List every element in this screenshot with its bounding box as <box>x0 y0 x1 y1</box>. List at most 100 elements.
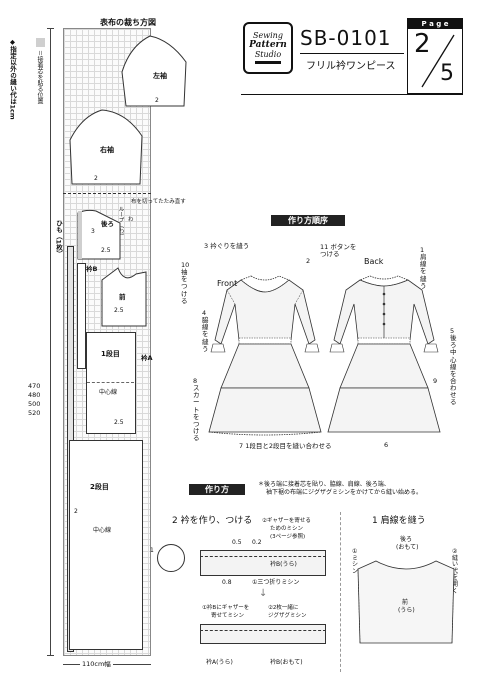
step2-title: 2 衿を作り、つける <box>172 516 253 526</box>
step-8: 8 スカートをつける <box>193 377 200 443</box>
method-heading: 作り方 <box>189 484 245 495</box>
step-2: 2 <box>306 257 311 265</box>
logo-line1: Sewing <box>253 31 283 40</box>
loop-label: ループ（わ） <box>117 206 124 239</box>
wa-label: わ <box>128 217 134 223</box>
gather-note-1: ②ギャザーを寄せる <box>262 518 311 524</box>
down-arrow: ↓ <box>259 588 268 599</box>
zigzag-line <box>200 630 326 631</box>
gather-note-3: (3ページ参照) <box>270 534 306 540</box>
step1-back: 後ろ <box>400 536 413 543</box>
triple-fold: ①三つ折りミシン <box>252 579 300 586</box>
pattern-code: SB-0101 <box>300 26 392 50</box>
tie-label: ひも（1枚） <box>54 220 63 258</box>
step1-front-sub: (うら) <box>398 607 415 614</box>
step1-title: 1 肩線を縫う <box>372 516 426 526</box>
gather-note-2: ためのミシン <box>270 526 304 532</box>
interfacing-swatch <box>36 38 45 47</box>
zigzag-2: ジグザグミシン <box>268 613 307 619</box>
length-500: 500 <box>28 400 41 408</box>
dim-02: 0.2 <box>252 539 262 546</box>
length-dimension-line <box>50 28 51 656</box>
tier1-25: 2.5 <box>114 419 124 426</box>
front-bodice-label: 前 <box>119 293 126 301</box>
pattern-name: フリル衿ワンピース <box>306 61 396 72</box>
right-sleeve-seam: 2 <box>94 175 98 182</box>
step-11: 11 ボタンをつける <box>320 243 357 258</box>
collar-b-back: 衿B(うら) <box>270 561 297 568</box>
step1-machine: ①ミシン <box>352 548 359 575</box>
right-sleeve-piece <box>69 109 143 185</box>
tier2-label: 2段目 <box>90 483 109 491</box>
collar-strip-bottom <box>200 624 326 644</box>
length-dimension-bottom <box>47 655 54 656</box>
gather-stitch-line <box>200 556 326 557</box>
step1-back-sub: (おもて) <box>396 544 419 551</box>
front-label: Front <box>217 279 238 288</box>
header-logo: Sewing Pattern Studio <box>243 22 293 74</box>
left-sleeve-seam: 2 <box>155 97 159 104</box>
back-bodice-label: 後ろ <box>101 220 114 228</box>
step1-seam-open: ②縫い代を開く <box>452 548 459 595</box>
logo-line3: Studio <box>254 50 282 59</box>
left-sleeve-label: 左袖 <box>153 72 167 80</box>
step1-bodice-drawing <box>357 560 455 644</box>
gather-attach-1: ①衿Bにギャザーを <box>202 605 250 611</box>
tier2-seam: 2 <box>74 508 78 515</box>
collar-a-front: 衿B(おもて) <box>270 659 303 666</box>
method-divider <box>340 512 341 672</box>
length-520: 520 <box>28 409 41 417</box>
back-dress-drawing <box>327 275 441 433</box>
page-total: 5 <box>440 61 454 86</box>
collar-a-back: 衿A(うら) <box>206 659 233 666</box>
back-bodice-piece <box>77 209 121 260</box>
step1-front: 前 <box>402 599 409 606</box>
step-4: 4 脇線を縫う <box>202 309 209 353</box>
step-1: 1 肩線を縫う <box>420 246 427 290</box>
page-badge: P a g e 2 5 <box>407 18 463 94</box>
step-6: 6 <box>384 441 389 449</box>
back-bodice-25: 2.5 <box>101 247 111 254</box>
steps-heading: 作り方順序 <box>271 215 345 226</box>
collar-a-label: 衿A <box>141 354 153 362</box>
right-sleeve-label: 右袖 <box>100 146 114 154</box>
header-divider <box>300 53 404 54</box>
step-3: 3 衿ぐりを縫う <box>204 242 250 250</box>
layout-title: 表布の裁ち方図 <box>100 18 156 27</box>
collar-b-piece <box>77 263 86 369</box>
page-number: 2 <box>414 29 431 59</box>
seam-allowance-note: ◆指定以外の縫い代は1cm <box>8 38 17 120</box>
length-480: 480 <box>28 391 41 399</box>
tier2-piece <box>69 440 143 650</box>
tier1-center-label: 中心線 <box>99 389 118 396</box>
fabric-width: 110cm幅 <box>80 660 113 668</box>
logo-line2: Pattern <box>249 40 287 50</box>
page-label: P a g e <box>408 19 462 29</box>
tier1-center-line <box>87 382 134 383</box>
fold-line <box>63 193 151 194</box>
collar-detail-circle <box>157 544 185 572</box>
step-5: 5 後ろ中心線を合わせる <box>450 327 457 407</box>
method-note-1: ＊後ろ端に接着芯を貼り、脇線、肩線、後ろ端、 <box>258 481 390 488</box>
num-1: 1 <box>150 547 154 554</box>
collar-b-label: 衿B <box>86 265 98 273</box>
length-470: 470 <box>28 382 41 390</box>
gather-attach-2: 寄せてミシン <box>211 613 245 619</box>
interfacing-note: ＝接着芯を貼る位置 <box>36 50 43 105</box>
fold-note: 布を切ってたたみ直す <box>131 199 186 205</box>
tier1-piece <box>86 332 136 434</box>
step-7: 7 1段目と2段目を縫い合わせる <box>239 442 332 450</box>
header-underline <box>241 94 463 95</box>
front-bodice-piece <box>101 267 147 327</box>
zigzag-1: ②2枚一緒に <box>268 605 299 611</box>
step-9: 9 <box>433 377 438 385</box>
left-sleeve-piece <box>121 35 187 107</box>
back-bodice-3: 3 <box>91 228 95 235</box>
tier1-label: 1段目 <box>101 350 120 358</box>
collar-strip-top <box>200 550 326 576</box>
step-10: 10 袖をつける <box>181 261 190 305</box>
method-note-2: 袖下裾の布端にジグザグミシンをかけてから縫い始める。 <box>266 489 423 496</box>
front-dress-drawing <box>208 275 322 436</box>
length-dimension-top <box>47 28 54 29</box>
front-bodice-25: 2.5 <box>114 307 124 314</box>
